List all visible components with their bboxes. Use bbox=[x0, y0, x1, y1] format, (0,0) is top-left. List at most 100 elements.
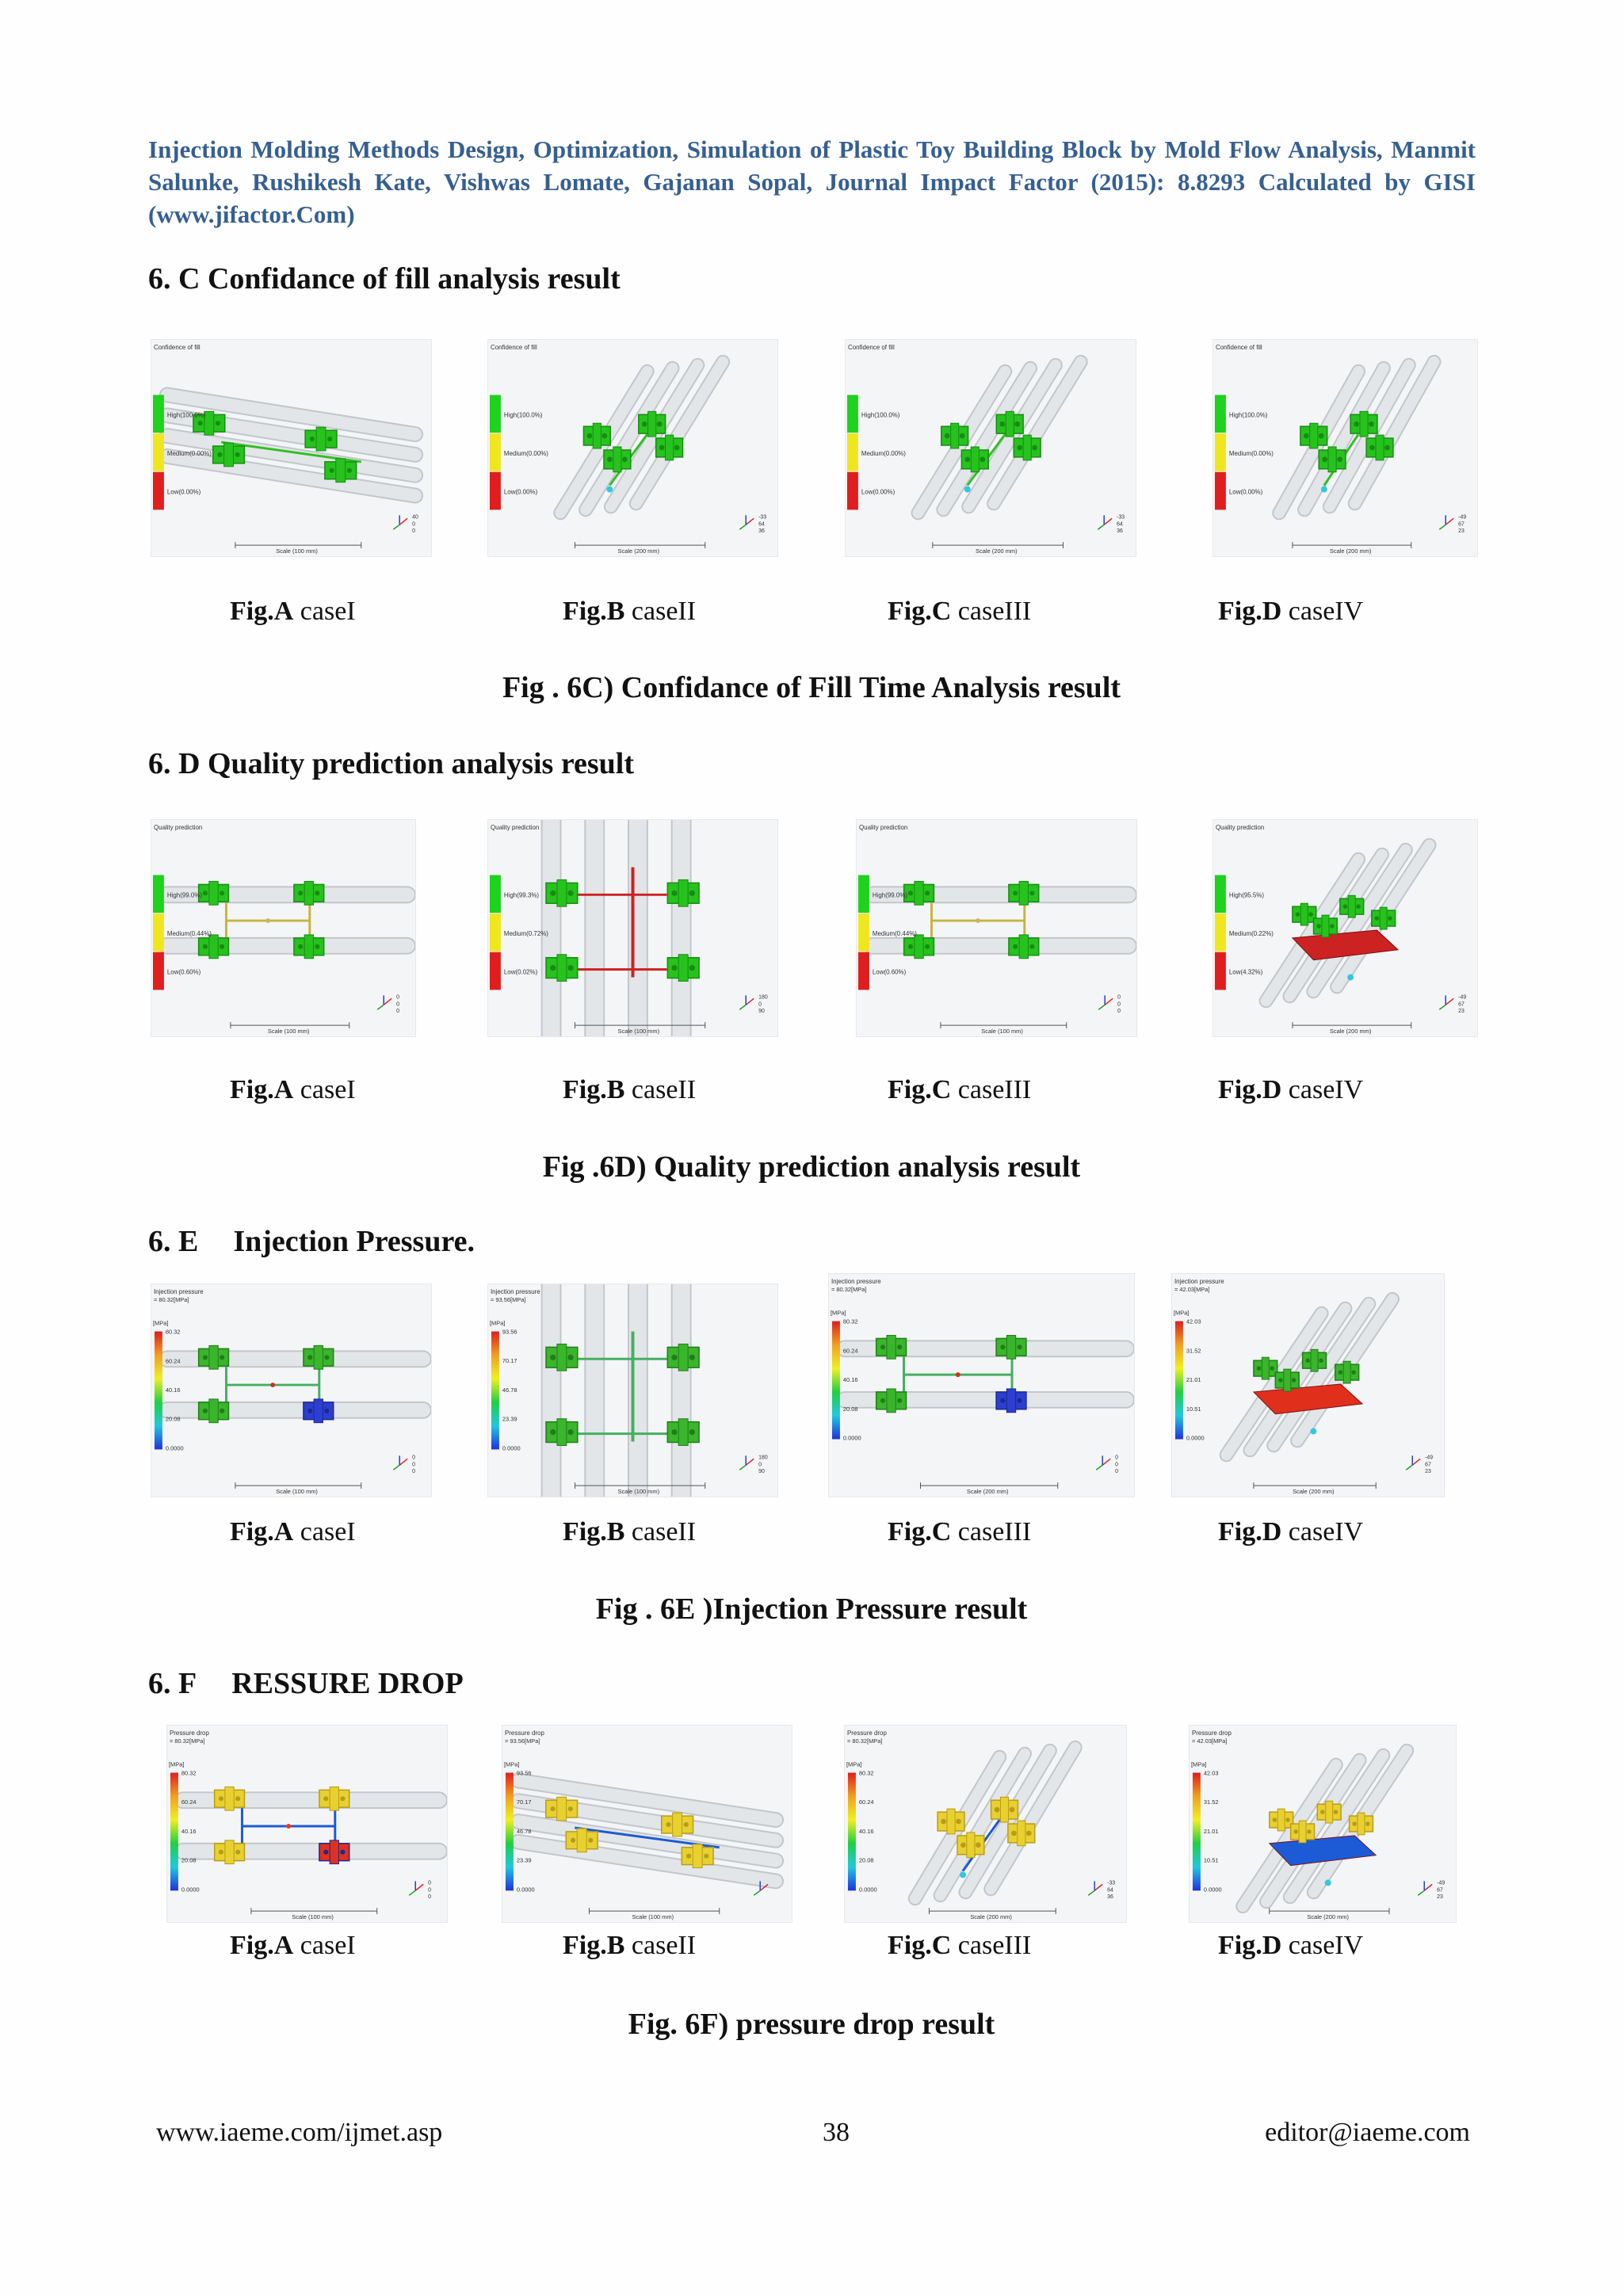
plot-title: Injection pressure bbox=[491, 1288, 540, 1295]
legend-label: Medium(0.00%) bbox=[504, 450, 548, 457]
mold-model bbox=[907, 1740, 1083, 1906]
legend-tick: 0.0000 bbox=[181, 1886, 200, 1893]
axis-coordinate: 0 bbox=[396, 994, 399, 1000]
legend-label: Medium(0.00%) bbox=[861, 450, 906, 457]
figure-label: Fig.C caseIII bbox=[888, 596, 1031, 627]
scale-label: Scale (200 mm) bbox=[1293, 1488, 1335, 1495]
axis-coordinate: -49 bbox=[1458, 994, 1466, 1000]
plot-title: Confidence of fill bbox=[848, 344, 895, 351]
plot-title: Pressure drop bbox=[505, 1730, 545, 1737]
figure-id: Fig.C bbox=[888, 1517, 952, 1547]
scale-bar: Scale (100 mm) bbox=[575, 1022, 706, 1035]
legend-tick: 20.08 bbox=[166, 1416, 181, 1423]
figure-id: Fig.C bbox=[888, 597, 952, 626]
axis-coordinate: 0 bbox=[1115, 1455, 1118, 1460]
cooling-channel bbox=[158, 387, 424, 443]
page-number: 38 bbox=[823, 2118, 850, 2147]
legend-tick: 21.01 bbox=[1204, 1828, 1219, 1835]
figure-label: Fig.D caseIV bbox=[1218, 1930, 1363, 1962]
section-title: Quality prediction analysis result bbox=[207, 747, 635, 780]
legend-label: Low(0.60%) bbox=[167, 969, 201, 976]
cooling-channel bbox=[936, 360, 1038, 517]
legend-label: Medium(0.22%) bbox=[1229, 930, 1274, 937]
axis-triad-icon: 000 bbox=[408, 1880, 431, 1900]
figure-case: caseI bbox=[300, 1517, 356, 1547]
legend-label: Low(0.00%) bbox=[167, 489, 201, 496]
axis-coordinate: 67 bbox=[1458, 1001, 1465, 1007]
cavity-block bbox=[995, 410, 1024, 437]
axis-coordinate: 23 bbox=[1458, 1009, 1465, 1014]
legend-unit: [MPa] bbox=[831, 1310, 846, 1317]
cavity-block bbox=[1269, 1808, 1294, 1832]
legend-tick: 80.32 bbox=[843, 1318, 858, 1325]
mold-model bbox=[510, 1772, 785, 1890]
legend-bar: High(100.0%)Medium(0.00%)Low(0.00%) bbox=[1214, 395, 1274, 510]
figure-label: Fig.B caseII bbox=[563, 1516, 696, 1548]
plot-title: Injection pressure bbox=[1174, 1278, 1224, 1285]
cavity-block bbox=[303, 1344, 334, 1370]
legend-tick: 60.24 bbox=[843, 1347, 858, 1354]
plot-title: Quality prediction bbox=[154, 824, 202, 831]
plot-title: Pressure drop bbox=[847, 1730, 888, 1737]
legend-label: Low(0.02%) bbox=[504, 969, 538, 976]
axis-coordinate: 0 bbox=[412, 528, 415, 534]
mold-model bbox=[835, 1334, 1134, 1413]
simulation-plot: Injection pressure= 42.03[MPa][MPa]42.03… bbox=[1172, 1274, 1444, 1497]
figure-id: Fig.C bbox=[888, 1075, 952, 1104]
axis-triad-icon: 000 bbox=[392, 1455, 415, 1474]
figure-label: Fig.D caseIV bbox=[1218, 1074, 1363, 1106]
cavity-block bbox=[324, 458, 357, 483]
cavity-block bbox=[193, 410, 226, 436]
cavity-block bbox=[319, 1840, 350, 1865]
legend-tick: 80.32 bbox=[859, 1770, 874, 1777]
legend-bar: High(100.0%)Medium(0.00%)Low(0.00%) bbox=[152, 395, 212, 510]
scale-bar: Scale (200 mm) bbox=[1292, 542, 1412, 555]
scale-bar: Scale (200 mm) bbox=[932, 542, 1064, 555]
axis-triad-icon: 000 bbox=[376, 994, 399, 1014]
cooling-channel bbox=[1306, 842, 1413, 999]
scale-bar: Scale (100 mm) bbox=[235, 542, 362, 555]
figure-label: Fig.C caseIII bbox=[888, 1930, 1031, 1962]
axis-coordinate: 90 bbox=[758, 1469, 765, 1474]
mold-model bbox=[553, 354, 731, 521]
figure-id: Fig.C bbox=[888, 1931, 952, 1960]
legend-bar: High(95.5%)Medium(0.22%)Low(4.32%) bbox=[1214, 875, 1274, 990]
figure-id: Fig.D bbox=[1218, 1075, 1282, 1104]
simulation-plot: Confidence of fillHigh(100.0%)Medium(0.0… bbox=[151, 340, 431, 556]
axis-triad-icon: 000 bbox=[1098, 994, 1121, 1014]
figure-caption-6e: Fig . 6E )Injection Pressure result bbox=[595, 1592, 1028, 1626]
axis-coordinate: 0 bbox=[412, 1469, 415, 1474]
figure-label: Fig.D caseIV bbox=[1218, 1516, 1363, 1548]
cooling-channel bbox=[1282, 1748, 1391, 1905]
scale-label: Scale (100 mm) bbox=[981, 1028, 1023, 1035]
legend-tick: 60.24 bbox=[859, 1798, 874, 1806]
cavity-block bbox=[875, 1334, 907, 1360]
plot-title: Quality prediction bbox=[491, 824, 539, 831]
scale-bar: Scale (200 mm) bbox=[575, 542, 706, 555]
plot-subtitle: = 42.03[MPa] bbox=[1192, 1737, 1227, 1745]
axis-coordinate: 67 bbox=[1425, 1462, 1431, 1467]
scale-label: Scale (200 mm) bbox=[618, 547, 660, 555]
legend-tick: 40.16 bbox=[859, 1828, 874, 1835]
cavity-block bbox=[213, 1840, 246, 1865]
cavity-block bbox=[995, 1388, 1027, 1413]
cavity-block bbox=[603, 446, 632, 473]
cavity-block bbox=[293, 880, 325, 906]
legend-label: Medium(0.00%) bbox=[167, 450, 212, 457]
cavity-block bbox=[1008, 934, 1040, 959]
section-title: Confidance of fill analysis result bbox=[207, 262, 621, 296]
figure-case: caseII bbox=[631, 1075, 697, 1104]
cooling-channel bbox=[579, 360, 680, 517]
simulation-plot: Confidence of fillHigh(100.0%)Medium(0.0… bbox=[488, 340, 777, 556]
axis-coordinate: 64 bbox=[1117, 521, 1123, 527]
cavity-block bbox=[995, 1334, 1027, 1360]
figure-case: caseIV bbox=[1288, 1931, 1364, 1960]
cavity-block bbox=[1348, 1812, 1374, 1836]
cavity-block bbox=[1335, 1360, 1360, 1384]
